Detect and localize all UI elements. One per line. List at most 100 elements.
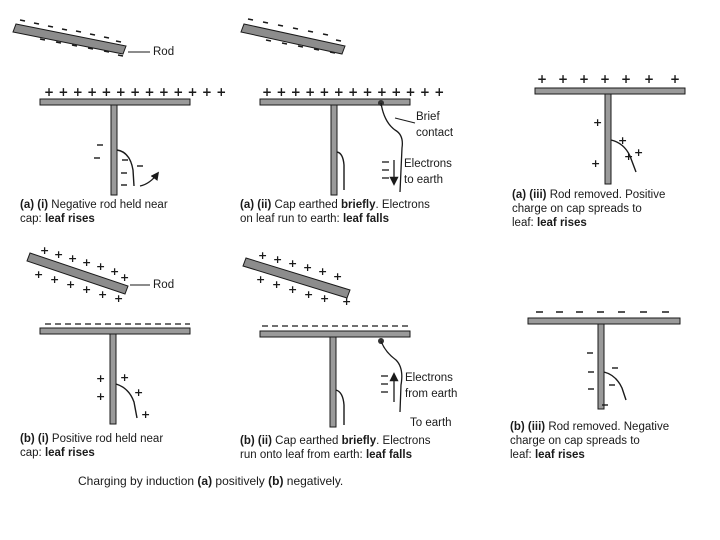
rod-charges-positive: ++++ ++ ++++ ++: [256, 249, 351, 308]
cap-charges-positive: +++++++++++++: [262, 85, 449, 99]
svg-text:+: +: [34, 268, 43, 281]
rod: [242, 257, 351, 299]
stem: [597, 323, 605, 410]
svg-text:+: +: [82, 256, 91, 269]
rod-charges-positive: ++++ +++ ++++ ++: [34, 244, 129, 305]
svg-text:+: +: [96, 390, 105, 403]
svg-text:+: +: [120, 271, 129, 284]
leaf: [115, 383, 138, 419]
stem: [329, 336, 337, 428]
electrons-flow-down: [382, 160, 399, 186]
svg-text:+: +: [273, 253, 282, 266]
caption-a-iii: (a) (iii) Rod removed. Positive charge o…: [512, 189, 666, 229]
svg-text:+: +: [318, 265, 327, 278]
rod-charges-negative: [247, 18, 342, 54]
svg-text:+: +: [288, 283, 297, 296]
leaf: [336, 151, 345, 190]
svg-text:+: +: [320, 292, 329, 305]
brief-contact-label-line2: contact: [416, 127, 454, 139]
svg-text:+: +: [120, 371, 129, 384]
svg-text:+: +: [110, 265, 119, 278]
rod-charges-negative: [19, 19, 124, 57]
electrons-to-earth-label-line1: Electrons: [404, 158, 452, 170]
brief-contact-label-line1: Brief: [416, 111, 440, 123]
svg-text:+: +: [593, 116, 602, 129]
stem: [604, 93, 612, 185]
leaf-charges-positive: + + + + +: [96, 371, 150, 421]
leaf: [335, 389, 345, 425]
leaf-charges-positive: +++ ++: [591, 116, 643, 170]
svg-text:+: +: [600, 72, 610, 86]
panel-a-ii: +++++++++++++: [240, 18, 449, 196]
svg-text:+: +: [634, 146, 643, 159]
stem: [330, 104, 338, 196]
leaf-charges-negative: [94, 144, 143, 186]
svg-text:+: +: [40, 244, 49, 257]
svg-text:+: +: [258, 249, 267, 262]
to-earth-label: To earth: [410, 417, 452, 429]
panel-b-ii: ++++ ++ ++++ ++: [242, 249, 411, 428]
svg-text:+: +: [288, 257, 297, 270]
stem: [109, 333, 117, 425]
svg-text:+: +: [304, 288, 313, 301]
svg-text:+: +: [618, 134, 627, 147]
leaf: [603, 371, 627, 401]
svg-text:+: +: [303, 261, 312, 274]
rod-label-b: Rod: [153, 279, 175, 291]
svg-text:+: +: [96, 260, 105, 273]
svg-text:+: +: [333, 270, 342, 283]
svg-text:+: +: [114, 292, 123, 305]
earth-wire: [380, 102, 403, 193]
electrons-from-earth-label-line2: from earth: [405, 388, 458, 400]
svg-text:+: +: [272, 278, 281, 291]
panel-b-iii: [527, 311, 681, 410]
caption-a-i: (a) (i) Negative rod held near cap: leaf…: [20, 199, 168, 225]
svg-text:+: +: [66, 278, 75, 291]
cap-charges-positive: +++++++++++++: [44, 85, 231, 99]
svg-text:+: +: [591, 157, 600, 170]
rod: [12, 23, 127, 55]
svg-text:+: +: [537, 72, 547, 86]
leaf: [610, 139, 637, 173]
cap-plate: [39, 327, 191, 335]
leaf-charges-negative: [587, 352, 618, 406]
caption-a-ii: (a) (ii) Cap earthed briefly. Electrons …: [240, 199, 430, 225]
svg-text:+: +: [621, 72, 631, 86]
panel-a-i: +++++++++++++: [12, 19, 231, 196]
svg-text:+: +: [134, 386, 143, 399]
figure-caption: Charging by induction (a) positively (b)…: [78, 474, 344, 488]
earth-wire: [380, 340, 403, 413]
svg-text:+: +: [54, 248, 63, 261]
caption-b-ii: (b) (ii) Cap earthed briefly. Electrons …: [240, 435, 431, 461]
caption-b-i: (b) (i) Positive rod held near cap: leaf…: [20, 433, 164, 459]
stem: [110, 104, 118, 196]
svg-text:+: +: [624, 150, 633, 163]
cap-charges-positive: ++++ +++: [537, 72, 680, 86]
svg-text:+: +: [342, 295, 351, 308]
leaf: [116, 149, 135, 187]
panel-b-i: ++++ +++ ++++ ++ +++ ++: [26, 244, 191, 425]
panel-a-iii: ++++ +++ +++ ++: [534, 72, 686, 185]
rise-arrow: [139, 171, 159, 187]
svg-text:+: +: [141, 408, 150, 421]
cap-plate: [259, 330, 411, 338]
rod: [240, 23, 346, 55]
svg-text:+: +: [82, 283, 91, 296]
svg-text:+: +: [644, 72, 654, 86]
svg-text:+: +: [256, 273, 265, 286]
rod: [26, 252, 129, 295]
electrons-to-earth-label-line2: to earth: [404, 174, 443, 186]
cap-plate: [259, 98, 411, 106]
caption-b-iii: (b) (iii) Rod removed. Negative charge o…: [510, 421, 670, 461]
svg-text:+: +: [96, 372, 105, 385]
rod-label: Rod: [153, 46, 175, 58]
svg-text:+: +: [68, 252, 77, 265]
electrons-from-earth-label-line1: Electrons: [405, 372, 453, 384]
svg-text:+: +: [50, 273, 59, 286]
svg-text:+: +: [579, 72, 589, 86]
cap-plate: [527, 317, 681, 325]
svg-text:+: +: [670, 72, 680, 86]
cap-plate: [39, 98, 191, 106]
electrons-flow-up: [381, 372, 399, 402]
